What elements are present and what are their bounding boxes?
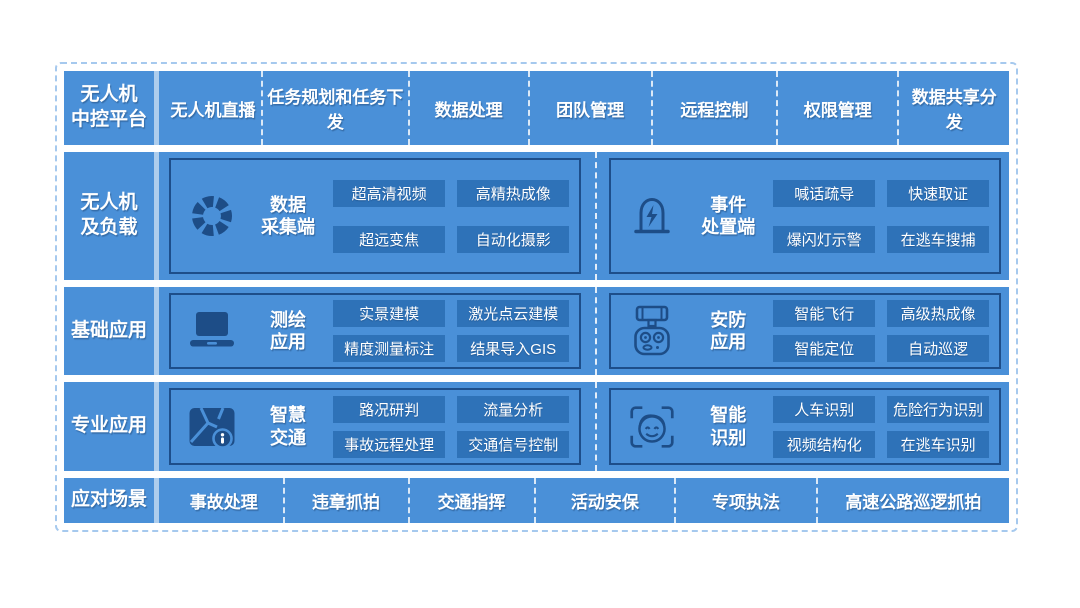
beacon-light-icon [621, 189, 683, 243]
scenario-special-enforcement[interactable]: 专项执法 [674, 477, 816, 524]
feature-button[interactable]: 事故远程处理 [333, 430, 446, 458]
feature-button[interactable]: 快速取证 [887, 179, 989, 207]
header-row-label: 无人机 中控平台 [70, 84, 147, 131]
feature-button[interactable]: 爆闪灯示警 [773, 225, 876, 253]
panel-smart-traffic: 智慧 交通 路况研判 流量分析 事故远程处理 交通信号控制 [169, 388, 582, 465]
remote-controller-icon [621, 302, 683, 360]
section-content: 智慧 交通 路况研判 流量分析 事故远程处理 交通信号控制 [165, 382, 1009, 472]
feature-button[interactable]: 在逃车识别 [887, 430, 989, 458]
feature-buttons: 超高清视频 高精热成像 超远变焦 自动化摄影 [333, 179, 570, 253]
feature-button[interactable]: 激光点云建模 [457, 300, 570, 328]
header-item-remote-control[interactable]: 远程控制 [650, 71, 776, 146]
feature-button[interactable]: 精度测量标注 [333, 335, 446, 363]
row-label-divider [154, 71, 159, 146]
scenario-violation-capture[interactable]: 违章抓拍 [282, 477, 408, 524]
scenario-accident-handling[interactable]: 事故处理 [189, 492, 258, 512]
header-item-data-processing[interactable]: 数据处理 [407, 71, 528, 146]
feature-button[interactable]: 交通信号控制 [457, 430, 570, 458]
feature-button[interactable]: 流量分析 [457, 395, 570, 423]
section-basic-apps: 基础应用 测绘 应用 实景建模 激光点云建模 精度测量 [64, 286, 1009, 376]
footer-items: 事故处理 违章抓拍 交通指挥 活动安保 专项执法 高速公路巡逻抓拍 [165, 477, 1009, 524]
row-label-divider [154, 152, 159, 280]
section-label: 专业应用 [70, 415, 147, 437]
row-label-divider [154, 477, 159, 524]
section-content: 测绘 应用 实景建模 激光点云建模 精度测量标注 结果导入GIS [165, 286, 1009, 376]
feature-buttons: 实景建模 激光点云建模 精度测量标注 结果导入GIS [333, 300, 570, 363]
feature-buttons: 人车识别 危险行为识别 视频结构化 在逃车识别 [773, 395, 989, 458]
feature-button[interactable]: 喊话疏导 [773, 179, 876, 207]
feature-button[interactable]: 超高清视频 [333, 179, 446, 207]
footer-row: 应对场景 事故处理 违章抓拍 交通指挥 活动安保 专项执法 高速公路巡逻抓拍 [64, 477, 1009, 524]
traffic-map-icon [181, 401, 243, 453]
feature-button[interactable]: 超远变焦 [333, 225, 446, 253]
feature-button[interactable]: 路况研判 [333, 395, 446, 423]
scenario-event-security[interactable]: 活动安保 [533, 477, 675, 524]
feature-button[interactable]: 实景建模 [333, 300, 446, 328]
feature-button[interactable]: 视频结构化 [773, 430, 876, 458]
feature-buttons: 路况研判 流量分析 事故远程处理 交通信号控制 [333, 395, 570, 458]
panel-dashed-divider [581, 152, 609, 280]
feature-button[interactable]: 结果导入GIS [457, 335, 570, 363]
panel-name: 事件 处置端 [701, 194, 756, 238]
section-content: 数据 采集端 超高清视频 高精热成像 超远变焦 自动化摄影 [165, 152, 1009, 280]
section-label: 基础应用 [70, 319, 147, 341]
platform-diagram-frame: 无人机 中控平台 无人机直播 任务规划和任务下发 数据处理 团队管理 远程控制 … [55, 62, 1018, 532]
panel-dashed-divider [581, 382, 609, 472]
header-item-permissions[interactable]: 权限管理 [775, 71, 898, 146]
panel-name: 智慧 交通 [270, 405, 306, 448]
laptop-icon [181, 308, 243, 354]
panel-name: 安防 应用 [710, 309, 747, 353]
feature-buttons: 智能飞行 高级热成像 智能定位 自动巡逻 [773, 300, 989, 363]
feature-button[interactable]: 高级热成像 [887, 300, 989, 328]
feature-button[interactable]: 高精热成像 [457, 179, 570, 207]
feature-button[interactable]: 自动化摄影 [457, 225, 570, 253]
header-item-live[interactable]: 无人机直播 [170, 100, 256, 120]
feature-button[interactable]: 自动巡逻 [887, 335, 989, 363]
face-scan-icon [621, 399, 683, 455]
feature-button[interactable]: 危险行为识别 [887, 395, 989, 423]
footer-row-label: 应对场景 [70, 489, 147, 511]
row-label-divider [154, 382, 159, 471]
feature-button[interactable]: 智能定位 [773, 335, 876, 363]
panel-name: 智能 识别 [710, 405, 747, 448]
scenario-traffic-command[interactable]: 交通指挥 [407, 477, 534, 524]
feature-button[interactable]: 智能飞行 [773, 300, 876, 328]
panel-security: 安防 应用 智能飞行 高级热成像 智能定位 自动巡逻 [609, 292, 1001, 370]
section-professional-apps: 专业应用 智慧 交通 [64, 382, 1009, 472]
header-item-mission[interactable]: 任务规划和任务下发 [260, 71, 408, 146]
header-item-data-sharing[interactable]: 数据共享分发 [897, 71, 1009, 146]
panel-name: 数据 采集端 [261, 194, 315, 238]
feature-buttons: 喊话疏导 快速取证 爆闪灯示警 在逃车搜捕 [773, 179, 989, 253]
panel-event-handling: 事件 处置端 喊话疏导 快速取证 爆闪灯示警 在逃车搜捕 [609, 158, 1001, 274]
header-items: 无人机直播 任务规划和任务下发 数据处理 团队管理 远程控制 权限管理 数据共享… [165, 71, 1009, 146]
panel-data-collection: 数据 采集端 超高清视频 高精热成像 超远变焦 自动化摄影 [169, 158, 582, 274]
aperture-icon [181, 189, 243, 243]
feature-button[interactable]: 在逃车搜捕 [887, 225, 989, 253]
section-label: 无人机 及负载 [80, 192, 138, 239]
panel-name: 测绘 应用 [270, 309, 306, 353]
section-drone-payload: 无人机 及负载 数据 采集端 超高清视频 高精热成像 超远变焦 自动化摄影 [64, 152, 1009, 280]
row-label-divider [154, 286, 159, 376]
header-item-team[interactable]: 团队管理 [527, 71, 651, 146]
scenario-highway-patrol[interactable]: 高速公路巡逻抓拍 [815, 477, 1009, 524]
panel-surveying: 测绘 应用 实景建模 激光点云建模 精度测量标注 结果导入GIS [169, 292, 582, 370]
panel-smart-recognition: 智能 识别 人车识别 危险行为识别 视频结构化 在逃车识别 [609, 388, 1001, 465]
header-row: 无人机 中控平台 无人机直播 任务规划和任务下发 数据处理 团队管理 远程控制 … [64, 71, 1009, 146]
feature-button[interactable]: 人车识别 [773, 395, 876, 423]
panel-dashed-divider [581, 286, 609, 376]
